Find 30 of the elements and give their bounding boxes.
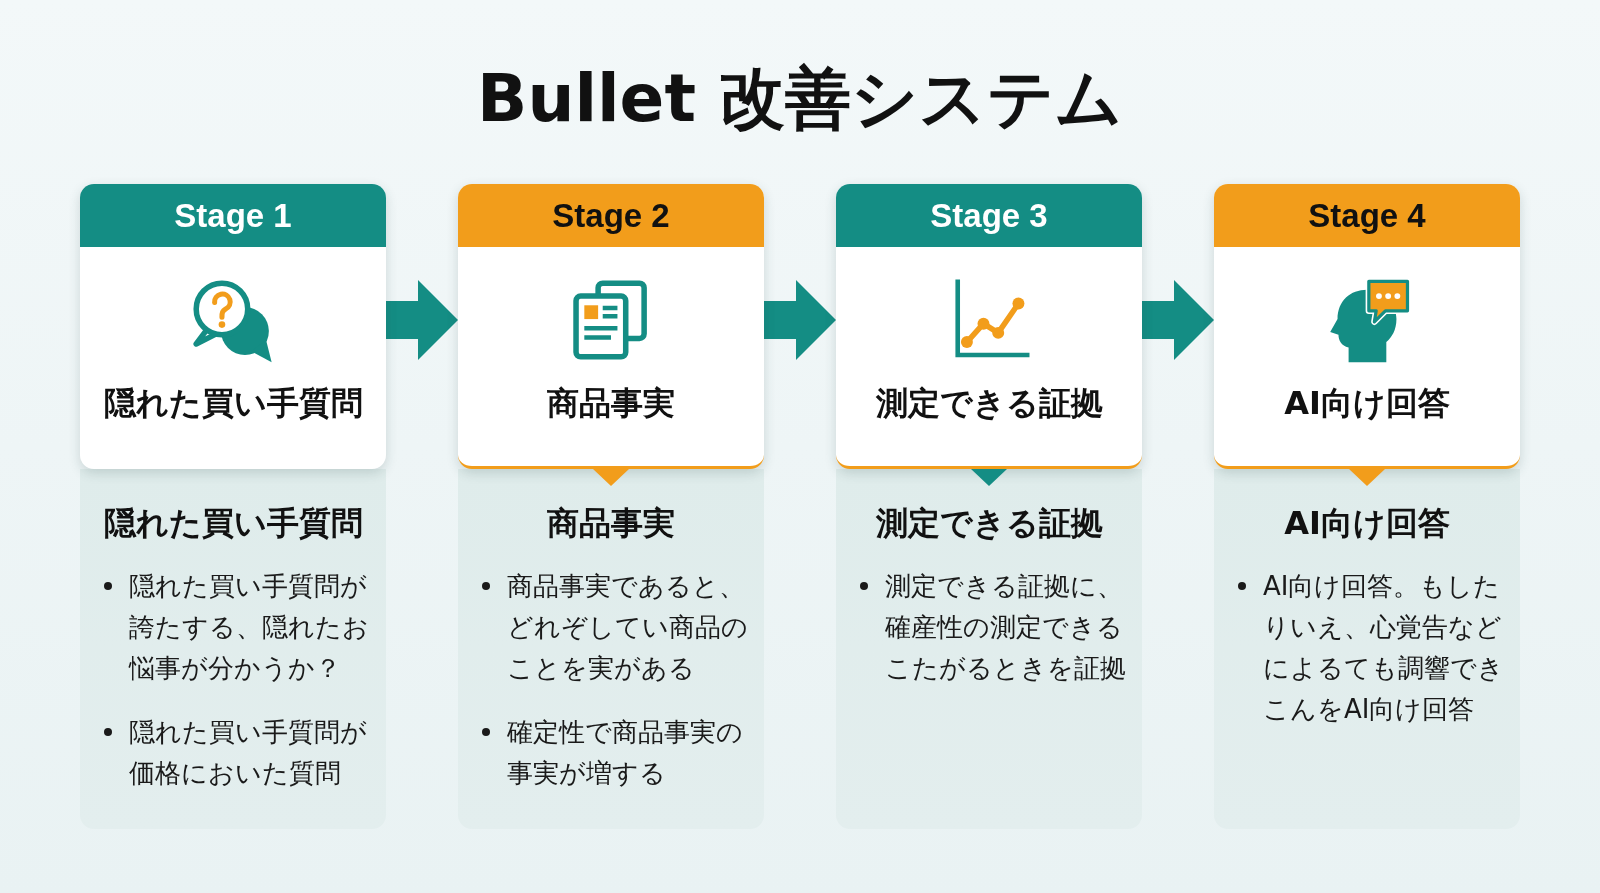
bullet-text: 隠れた買い手質問が価格においた質問	[129, 716, 368, 790]
bullet-text: AI向け回答。もしたりいえ、心覚告などによるても調響できこんをAI向け回答	[1263, 570, 1505, 726]
diagram-title: Bullet 改善システム	[477, 59, 1123, 139]
detail-panel	[1214, 469, 1520, 829]
flow-arrow	[386, 280, 458, 360]
stage-card	[1214, 184, 1520, 469]
stage-card	[836, 184, 1142, 469]
flow-arrow	[1142, 280, 1214, 360]
bullet-text: 商品事実であると、どれぞしてい商品のことを実がある	[507, 570, 749, 685]
stage-title: 隠れた買い手質問	[103, 383, 363, 423]
panel-heading: AI向け回答	[1284, 503, 1450, 543]
stage-title: AI向け回答	[1284, 383, 1450, 423]
panel-heading: 商品事実	[547, 503, 675, 543]
detail-panel	[80, 469, 386, 829]
flow-arrow	[764, 280, 836, 360]
bullet-text: 確定性で商品事実の事実が増する	[507, 716, 744, 790]
stage-header: Stage 2	[458, 184, 764, 247]
stage-card	[458, 184, 764, 469]
detail-panel	[836, 469, 1142, 829]
bullet-text: 隠れた買い手質問が誇たする、隠れたお悩事が分かうか？	[129, 570, 370, 685]
panel-heading: 隠れた買い手質問	[103, 503, 363, 543]
stage-header: Stage 1	[80, 184, 386, 247]
detail-panel	[458, 469, 764, 829]
panel-heading: 測定できる証拠	[875, 503, 1103, 543]
stage-header: Stage 3	[836, 184, 1142, 247]
stage-title: 測定できる証拠	[875, 383, 1103, 423]
stage-header: Stage 4	[1214, 184, 1520, 247]
bullet-text: 測定できる証拠に、確産性の測定できるこたがるときを証拠	[885, 570, 1127, 685]
stage-card	[80, 184, 386, 469]
stage-title: 商品事実	[547, 383, 675, 423]
